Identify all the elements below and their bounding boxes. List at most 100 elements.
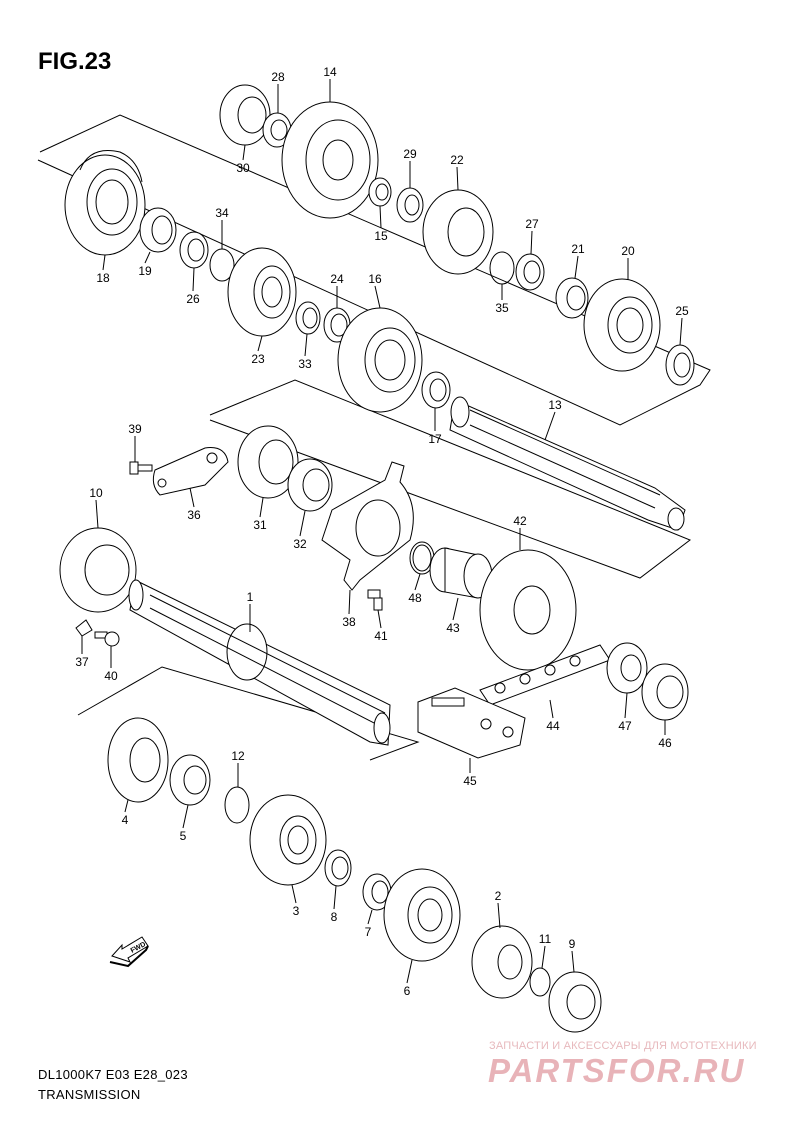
part-label-39: 39 — [128, 422, 142, 436]
leader-line-30 — [242, 144, 246, 161]
bushing-17 — [421, 371, 451, 409]
gear-6 — [383, 868, 461, 962]
part-label-26: 26 — [186, 292, 200, 306]
part-label-36: 36 — [187, 508, 201, 522]
part-label-4: 4 — [122, 813, 129, 827]
leader-line-8 — [333, 885, 337, 910]
bearing-9 — [548, 971, 602, 1033]
part-label-40: 40 — [104, 669, 118, 683]
bolt-39 — [129, 461, 153, 475]
sprocket-42 — [479, 549, 577, 671]
part-label-18: 18 — [96, 271, 110, 285]
leader-line-48 — [414, 573, 421, 591]
part-label-27: 27 — [525, 217, 539, 231]
bushing-15 — [368, 177, 392, 207]
gear-16 — [337, 307, 423, 413]
leader-line-9 — [571, 950, 575, 973]
bearing-31 — [237, 425, 299, 499]
circlip-12 — [224, 786, 250, 824]
bolt-40 — [94, 631, 120, 647]
leader-lines — [81, 79, 683, 984]
model-code: DL1000K7 E03 E28_023 — [38, 1067, 188, 1082]
leader-line-3 — [291, 884, 297, 904]
chain-joint-45 — [417, 687, 526, 759]
part-label-47: 47 — [618, 719, 632, 733]
section-name: TRANSMISSION — [38, 1087, 141, 1102]
part-label-2: 2 — [495, 889, 502, 903]
leader-line-21 — [574, 255, 579, 279]
leader-line-5 — [182, 804, 189, 829]
leader-line-15 — [379, 205, 382, 229]
circlip-11 — [529, 967, 551, 997]
gear-2 — [471, 925, 533, 999]
part-label-33: 33 — [298, 357, 312, 371]
bearing-10 — [59, 527, 137, 613]
retainer-38 — [321, 461, 414, 591]
shaft-1 — [128, 579, 391, 746]
plate-36 — [152, 447, 229, 496]
figure-title: FIG.23 — [38, 48, 112, 75]
gear-14 — [281, 101, 379, 219]
bearing-30 — [219, 84, 271, 146]
leader-line-22 — [456, 166, 459, 191]
leader-line-25 — [679, 317, 683, 346]
leader-line-27 — [530, 230, 533, 255]
gear-20 — [583, 278, 661, 372]
leader-line-19 — [144, 251, 151, 264]
shaft-13 — [449, 396, 686, 531]
bearing-19 — [139, 207, 177, 253]
part-label-43: 43 — [446, 621, 460, 635]
leader-line-4 — [124, 799, 129, 813]
part-label-24: 24 — [330, 272, 344, 286]
part-label-17: 17 — [428, 432, 442, 446]
part-label-31: 31 — [253, 518, 267, 532]
gear-4 — [107, 717, 169, 803]
washer-33 — [295, 301, 321, 335]
nut-46 — [641, 663, 689, 721]
part-label-32: 32 — [293, 537, 307, 551]
part-label-5: 5 — [180, 829, 187, 843]
gear-3 — [249, 794, 327, 886]
part-label-46: 46 — [658, 736, 672, 750]
washer-27 — [515, 253, 545, 291]
part-label-23: 23 — [251, 352, 265, 366]
leader-line-38 — [348, 589, 351, 615]
part-label-42: 42 — [513, 514, 527, 528]
leader-line-10 — [95, 499, 99, 529]
part-label-6: 6 — [404, 984, 411, 998]
part-label-1: 1 — [247, 590, 254, 604]
leader-line-18 — [102, 254, 106, 271]
leader-line-16 — [374, 285, 381, 309]
part-label-37: 37 — [75, 655, 89, 669]
leader-line-23 — [257, 335, 263, 352]
part-label-38: 38 — [342, 615, 356, 629]
part-label-45: 45 — [463, 774, 477, 788]
watermark-subtitle: ЗАПЧАСТИ И АКСЕССУАРЫ ДЛЯ МОТОТЕХНИКИ — [489, 1040, 757, 1052]
part-label-16: 16 — [368, 272, 382, 286]
leader-line-44 — [549, 699, 554, 719]
leader-line-36 — [189, 487, 195, 508]
washer-28 — [262, 112, 292, 148]
washer-29 — [396, 187, 424, 223]
leader-line-31 — [259, 497, 264, 518]
gear-23 — [227, 247, 297, 337]
part-label-48: 48 — [408, 591, 422, 605]
bolt-41 — [367, 589, 383, 611]
leader-line-7 — [367, 909, 373, 925]
part-label-10: 10 — [89, 486, 103, 500]
watermark-logo: PARTSFOR.RU — [488, 1052, 746, 1089]
part-label-15: 15 — [374, 229, 388, 243]
part-label-7: 7 — [365, 925, 372, 939]
leader-line-26 — [192, 267, 195, 292]
leader-line-6 — [406, 959, 413, 984]
leader-line-32 — [299, 510, 306, 537]
part-label-3: 3 — [293, 904, 300, 918]
gear-18 — [64, 150, 146, 256]
group-frame-driveshaft — [209, 379, 692, 579]
part-label-8: 8 — [331, 910, 338, 924]
part-label-14: 14 — [323, 65, 337, 79]
leader-line-33 — [304, 333, 308, 357]
